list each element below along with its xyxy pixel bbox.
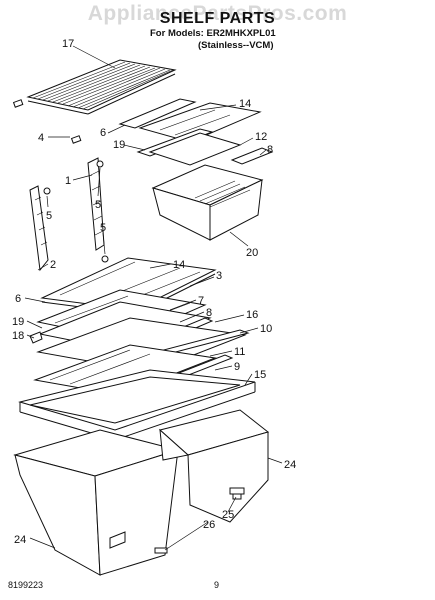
callout-3: 3 bbox=[216, 270, 222, 282]
callout-labels: 17 14 4 6 12 19 8 1 5 5 5 20 2 14 3 6 7 … bbox=[12, 38, 296, 546]
callout-2: 2 bbox=[50, 259, 56, 271]
callout-17: 17 bbox=[62, 38, 74, 50]
model-variant: (Stainless--VCM) bbox=[198, 40, 274, 51]
callout-5: 5 bbox=[95, 199, 101, 211]
callout-18: 18 bbox=[12, 330, 24, 342]
drawer-slide-parts bbox=[154, 493, 242, 554]
callout-20: 20 bbox=[246, 247, 258, 259]
upper-crisper-drawer bbox=[151, 164, 264, 241]
callout-15: 15 bbox=[254, 369, 266, 381]
crisper-drawer-right bbox=[158, 409, 270, 523]
watermark: AppliancePartsPros.com bbox=[87, 2, 348, 25]
ladder-screws bbox=[43, 160, 109, 263]
crisper-frame bbox=[18, 369, 256, 441]
callout-8: 8 bbox=[267, 144, 273, 156]
wire-shelf bbox=[26, 59, 177, 115]
callout-4: 4 bbox=[38, 132, 44, 144]
doc-number: 8199223 bbox=[8, 580, 44, 590]
crisper-drawer-left bbox=[13, 429, 180, 576]
callout-6: 6 bbox=[15, 293, 21, 305]
model-info: For Models: ER2MHKXPL01 (Stainless--VCM) bbox=[150, 28, 290, 52]
callout-14: 14 bbox=[239, 98, 251, 110]
callout-16: 16 bbox=[246, 309, 258, 321]
callout-26: 26 bbox=[203, 519, 215, 531]
callout-1: 1 bbox=[65, 175, 71, 187]
callout-9: 9 bbox=[234, 361, 240, 373]
callout-14: 14 bbox=[173, 259, 185, 271]
page-number: 9 bbox=[214, 580, 220, 590]
callout-19: 19 bbox=[12, 316, 24, 328]
callout-5: 5 bbox=[100, 222, 106, 234]
shelf-support-clips bbox=[12, 99, 82, 144]
callout-8: 8 bbox=[206, 307, 212, 319]
callout-10: 10 bbox=[260, 323, 272, 335]
leader-lines bbox=[24, 45, 283, 551]
models-label: For Models: bbox=[150, 28, 204, 39]
callout-24: 24 bbox=[284, 459, 296, 471]
shelf-ladder-left bbox=[29, 185, 49, 272]
callout-11: 11 bbox=[234, 346, 245, 358]
callout-19: 19 bbox=[113, 139, 125, 151]
page-title: SHELF PARTS bbox=[159, 10, 276, 27]
callout-7: 7 bbox=[198, 295, 204, 307]
callout-6: 6 bbox=[100, 127, 106, 139]
callout-25: 25 bbox=[222, 509, 234, 521]
callout-24: 24 bbox=[14, 534, 26, 546]
callout-12: 12 bbox=[255, 131, 267, 143]
model-number: ER2MHKXPL01 bbox=[206, 28, 276, 39]
upper-crisper-cover-assembly bbox=[118, 98, 274, 166]
callout-5: 5 bbox=[46, 210, 52, 222]
